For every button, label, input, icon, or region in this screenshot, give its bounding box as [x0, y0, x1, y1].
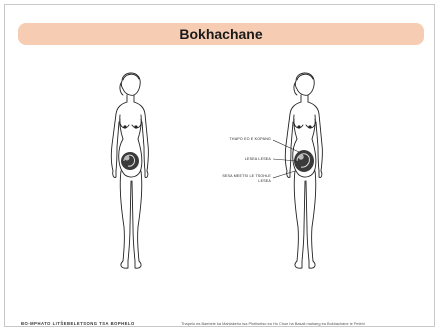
- page-frame: Bokhachane: [4, 4, 435, 327]
- pregnant-woman-labeled-figure: [273, 67, 337, 277]
- fetus-icon: [121, 152, 139, 170]
- callout-label-1: Thapo eo e kopang: [229, 137, 271, 142]
- pointer-line-3: [273, 171, 295, 178]
- footer-right-text: Thapelo ea Baebele ka Mahlakeho tsa Phel…: [181, 321, 437, 326]
- title-bar: Bokhachane: [18, 23, 424, 45]
- pregnant-woman-figure: [99, 67, 163, 277]
- footer-left-text: BO-MPHATO LITŠEBELETSONG TSA BOPHELO: [21, 321, 135, 326]
- callout-label-2: Lesea lesea: [229, 157, 271, 162]
- page-title: Bokhachane: [179, 26, 262, 42]
- callout-label-3: Sesa meetsi le tsohle lesea: [219, 174, 271, 183]
